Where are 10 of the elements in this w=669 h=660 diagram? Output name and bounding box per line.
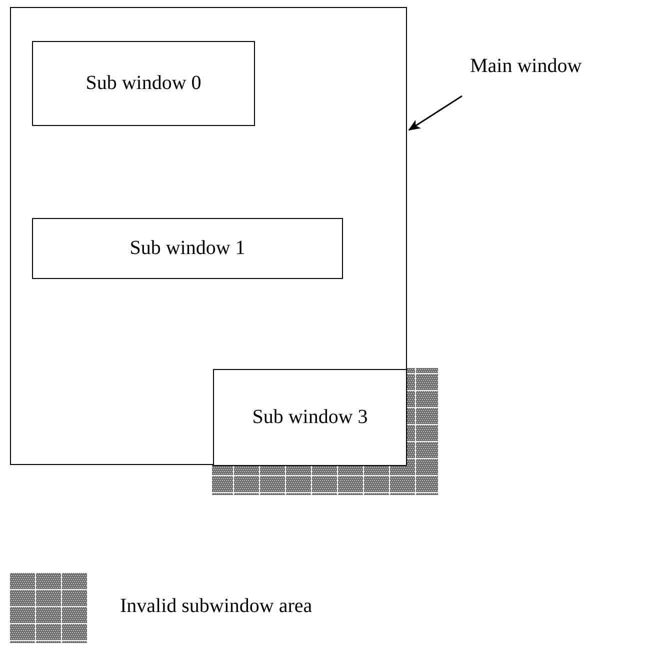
window-label: Main window: [470, 55, 620, 85]
subwindow-box: [32, 41, 255, 126]
window-name: Sub window 1: [130, 237, 246, 260]
main-window-frame: [10, 7, 407, 465]
legend-label: Invalid subwindow area: [120, 595, 312, 618]
window-name: Sub window 3: [252, 406, 368, 429]
subwindow-box: [213, 369, 407, 466]
subwindow-box: [32, 218, 343, 279]
leader-arrow: [408, 95, 462, 131]
window-name: Sub window 0: [86, 72, 202, 95]
